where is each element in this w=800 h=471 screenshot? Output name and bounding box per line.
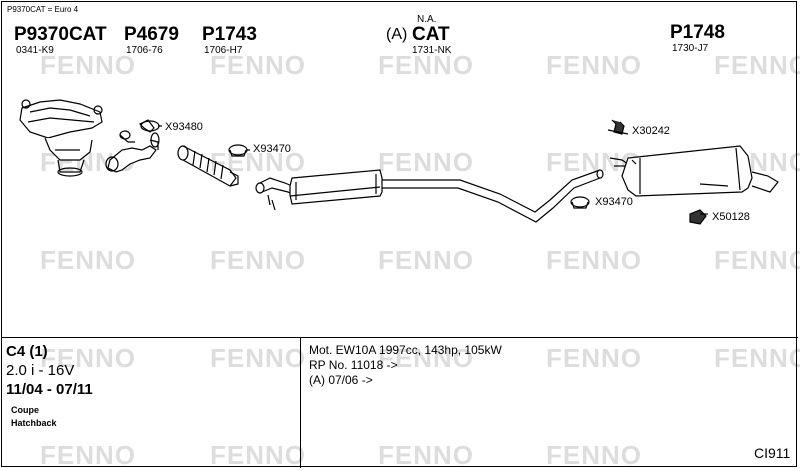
catalyst-middle-part[interactable] xyxy=(255,169,604,223)
callout-x50128[interactable]: X50128 xyxy=(712,211,750,223)
watermark: FENNO xyxy=(546,50,642,80)
watermark: FENNO xyxy=(546,343,642,373)
hanger-x30242[interactable] xyxy=(607,119,629,135)
motor-date-note: (A) 07/06 -> xyxy=(309,373,373,387)
watermark: FENNO xyxy=(210,147,306,177)
part-code-p4679: 1706-76 xyxy=(126,45,163,56)
watermark: FENNO xyxy=(40,440,136,470)
rear-silencer-part[interactable] xyxy=(609,145,779,197)
watermark: FENNO xyxy=(714,50,800,80)
watermark: FENNO xyxy=(210,440,306,470)
motor-rp-number: RP No. 11018 -> xyxy=(309,358,398,372)
part-number-p1748[interactable]: P1748 xyxy=(670,22,725,43)
part-number-p1743[interactable]: P1743 xyxy=(202,24,257,45)
cat-superscript: N.A. xyxy=(417,14,437,25)
part-code-cat: 1731-NK xyxy=(412,45,452,56)
watermark: FENNO xyxy=(378,50,474,80)
callout-x93470-a[interactable]: X93470 xyxy=(253,143,291,155)
part-code-p9370cat: 0341-K9 xyxy=(16,45,54,56)
clamp-x93470-b[interactable] xyxy=(570,196,590,209)
info-divider xyxy=(1,337,798,338)
watermark: FENNO xyxy=(378,245,474,275)
vehicle-years: 11/04 - 07/11 xyxy=(6,381,93,398)
watermark: FENNO xyxy=(210,50,306,80)
watermark: FENNO xyxy=(546,245,642,275)
info-column-divider xyxy=(300,337,301,468)
watermark: FENNO xyxy=(546,440,642,470)
flex-pipe-part[interactable] xyxy=(177,145,239,187)
callout-x30242[interactable]: X30242 xyxy=(632,125,670,137)
part-code-p1748: 1730-J7 xyxy=(672,43,709,54)
watermark: FENNO xyxy=(40,50,136,80)
watermark: FENNO xyxy=(378,343,474,373)
mount-x50128[interactable] xyxy=(689,209,708,225)
watermark: FENNO xyxy=(40,245,136,275)
watermark: FENNO xyxy=(714,343,800,373)
vehicle-engine: 2.0 i - 16V xyxy=(6,362,75,379)
vehicle-body-coupe: Coupe xyxy=(11,405,39,415)
front-pipe-part[interactable] xyxy=(105,130,160,173)
euro-note: P9370CAT = Euro 4 xyxy=(7,5,79,14)
manifold-catalyst-part[interactable] xyxy=(19,99,103,177)
watermark: FENNO xyxy=(210,343,306,373)
part-number-p9370cat[interactable]: P9370CAT xyxy=(14,24,107,45)
watermark: FENNO xyxy=(378,147,474,177)
clamp-x93470-a[interactable] xyxy=(228,144,250,157)
callout-x93470-b[interactable]: X93470 xyxy=(595,196,633,208)
watermark: FENNO xyxy=(210,245,306,275)
diagram-id: CI911 xyxy=(754,445,791,461)
watermark: FENNO xyxy=(40,343,136,373)
callout-x93480[interactable]: X93480 xyxy=(165,121,203,133)
cat-prefix: (A) xyxy=(386,26,408,43)
part-code-p1743: 1706-H7 xyxy=(204,45,243,56)
watermark: FENNO xyxy=(378,440,474,470)
part-number-cat[interactable]: CAT xyxy=(412,24,450,45)
watermark: FENNO xyxy=(714,245,800,275)
part-number-p4679[interactable]: P4679 xyxy=(124,24,179,45)
motor-spec: Mot. EW10A 1997cc, 143hp, 105kW xyxy=(309,343,502,357)
vehicle-body-hatchback: Hatchback xyxy=(11,418,57,428)
clamp-x93480[interactable] xyxy=(138,119,162,133)
vehicle-model: C4 (1) xyxy=(6,343,48,360)
